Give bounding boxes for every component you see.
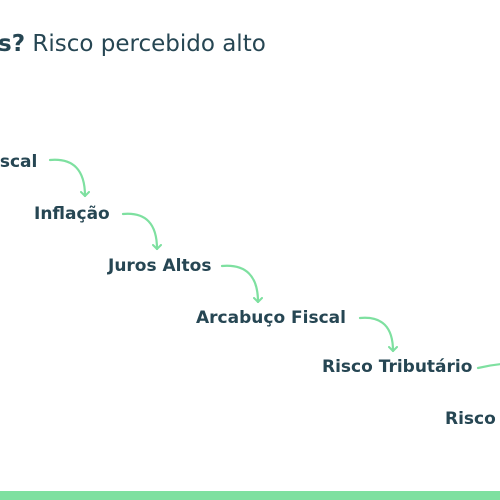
chain-step-risco: Risco: [445, 409, 496, 429]
chain-step-arcabouco-fiscal: Arcabuço Fiscal: [196, 308, 346, 328]
bottom-accent-bar: [0, 491, 500, 500]
slide-title: s? Risco percebido alto: [0, 28, 266, 60]
chain-step-fiscal: iscal: [0, 152, 38, 172]
chain-step-juros-altos: Juros Altos: [108, 256, 212, 276]
connector-arrow-4: [358, 316, 398, 353]
connector-arrow-3: [220, 264, 263, 304]
chain-step-inflacao: Inflação: [34, 204, 110, 224]
connector-arrow-1: [48, 158, 90, 198]
connector-arrow-2: [121, 212, 162, 251]
title-question: s?: [0, 31, 26, 57]
title-text: Risco percebido alto: [25, 31, 266, 57]
chain-step-risco-tributario: Risco Tributário: [322, 357, 473, 377]
connector-arrow-5: [476, 363, 500, 370]
